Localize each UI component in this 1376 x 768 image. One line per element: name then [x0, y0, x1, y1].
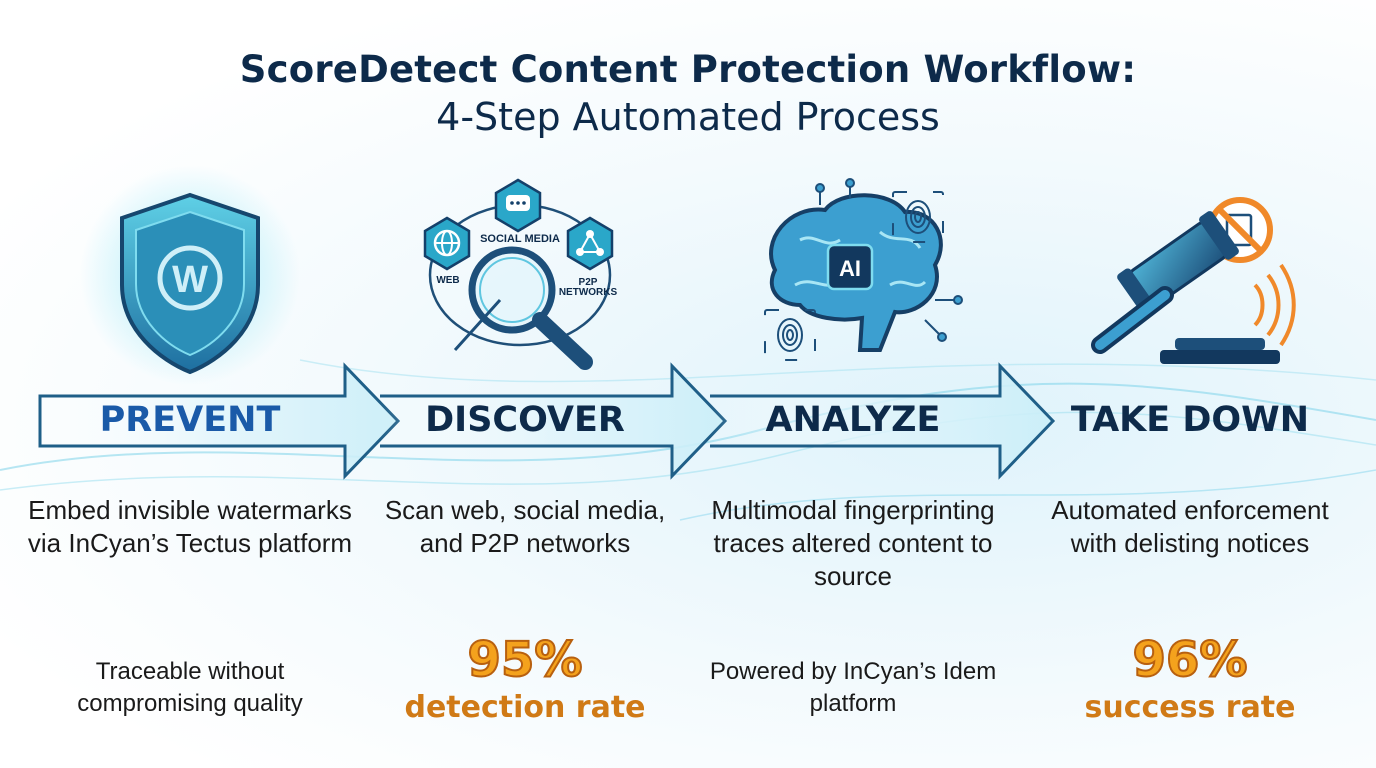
- arrow-1: [38, 362, 401, 480]
- step-title-prevent: PREVENT: [99, 400, 281, 440]
- ai-brain-fingerprint-icon: AI: [764, 178, 963, 361]
- p2p-node: [566, 216, 614, 271]
- step-title-discover: DISCOVER: [425, 400, 625, 440]
- step-note-prevent: Traceable without compromising quality: [77, 658, 303, 717]
- stat-value-discover: 95%: [467, 631, 584, 689]
- step-description-take-down: Automated enforcement with delisting not…: [1051, 495, 1329, 558]
- stat-label-discover: detection rate: [404, 690, 646, 725]
- step-description-discover: Scan web, social media, and P2P networks: [384, 495, 666, 558]
- web-node: [423, 216, 471, 271]
- stat-value-take-down: 96%: [1132, 631, 1249, 689]
- svg-text:P2P: P2P: [579, 277, 598, 288]
- magnifier-network-icon: SOCIAL MEDIA WEB P2P NETWORKS: [423, 178, 618, 370]
- step-title-analyze: ANALYZE: [765, 400, 941, 440]
- fingerprint-top-right-icon: [892, 191, 944, 243]
- gavel-prohibited-icon: [1091, 197, 1296, 364]
- svg-text:W: W: [172, 259, 208, 301]
- fingerprint-bottom-left-icon: [764, 309, 816, 361]
- social-media-node: [494, 178, 542, 233]
- title-subtitle: 4-Step Automated Process: [436, 95, 940, 139]
- flow-arrows: [38, 362, 1056, 480]
- step-description-prevent: Embed invisible watermarks via InCyan’s …: [27, 495, 353, 558]
- stat-label-take-down: success rate: [1084, 690, 1296, 725]
- shield-watermark-icon: W: [80, 165, 300, 385]
- arrow-3: [710, 362, 1056, 480]
- page-title: ScoreDetect Content Protection Workflow:…: [0, 48, 1376, 139]
- title-main: ScoreDetect Content Protection Workflow:: [239, 48, 1137, 91]
- svg-text:AI: AI: [839, 256, 861, 281]
- svg-text:SOCIAL MEDIA: SOCIAL MEDIA: [480, 233, 560, 245]
- svg-text:WEB: WEB: [436, 275, 459, 286]
- step-description-analyze: Multimodal fingerprinting traces altered…: [711, 495, 995, 591]
- step-note-analyze: Powered by InCyan’s Idem platform: [709, 658, 997, 717]
- step-title-take-down: TAKE DOWN: [1070, 400, 1310, 440]
- svg-text:NETWORKS: NETWORKS: [559, 287, 618, 298]
